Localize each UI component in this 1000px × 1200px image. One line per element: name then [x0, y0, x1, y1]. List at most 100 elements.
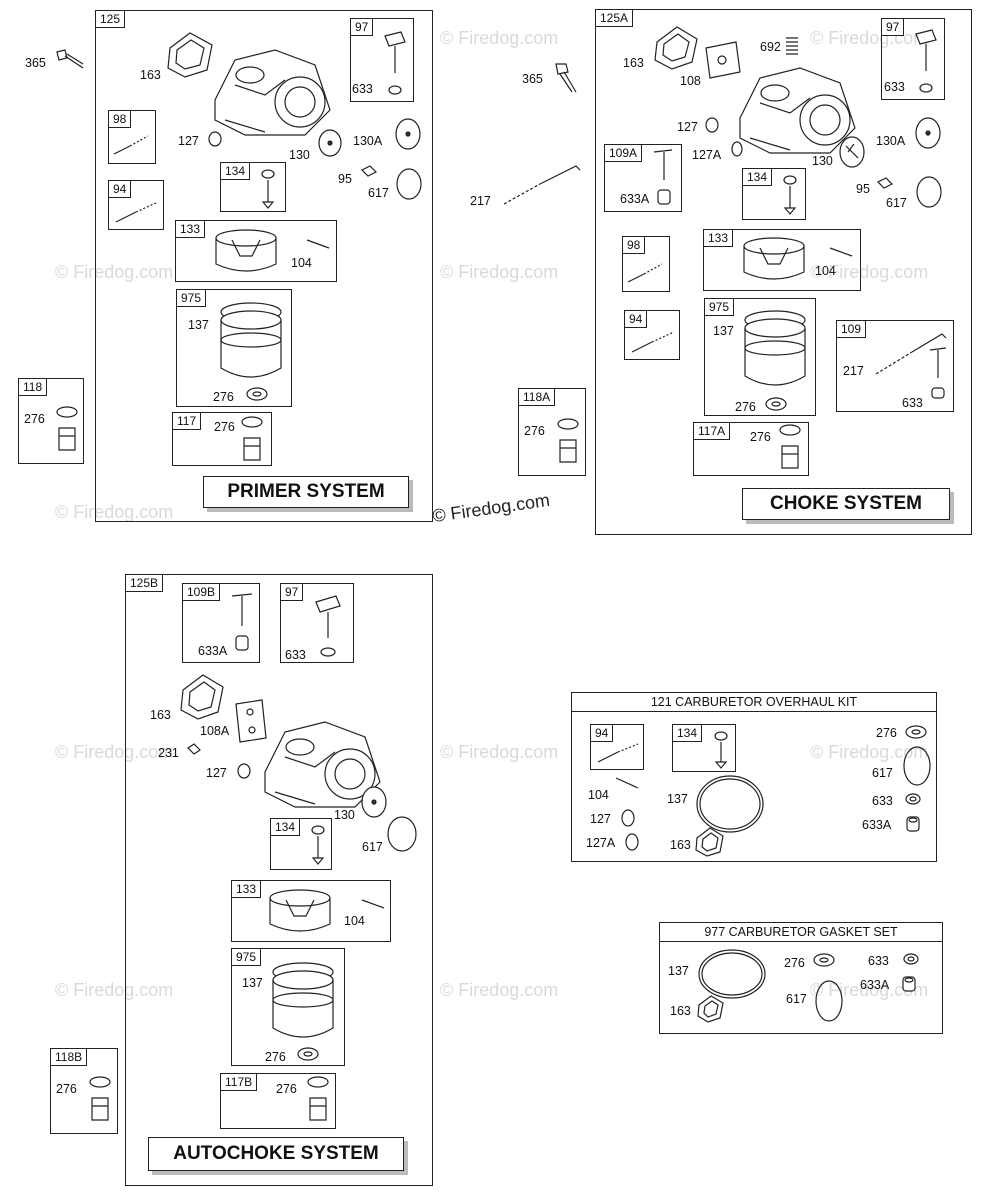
screw-icon: [360, 165, 378, 177]
throttle-plate-icon: [318, 129, 342, 157]
label-127: 127: [206, 766, 227, 780]
kit-109-box: 109: [836, 320, 954, 412]
bowl-gasket-icon: [698, 949, 766, 999]
kit-134-box: 134: [672, 724, 736, 772]
label-95: 95: [856, 182, 870, 196]
label-108a: 108A: [200, 724, 230, 738]
label-163: 163: [670, 1004, 691, 1018]
kit-118b-box: 118B: [50, 1048, 118, 1134]
label-130a: 130A: [876, 134, 906, 148]
bushing-icon: [906, 816, 920, 832]
kit-133-box: 133: [231, 880, 391, 942]
float-icon: [743, 237, 805, 280]
gasket-icon: [654, 26, 698, 70]
label-276: 276: [265, 1050, 286, 1064]
label-104: 104: [588, 788, 609, 802]
label-276: 276: [784, 956, 805, 970]
gasket-icon: [180, 674, 224, 720]
kit-94-box: 94: [590, 724, 644, 770]
washer-icon: [903, 953, 919, 965]
o-ring-icon: [237, 763, 251, 779]
label-692: 692: [760, 40, 781, 54]
bowl-nut-icon: [56, 406, 78, 451]
overhaul-kit-title: 121 CARBURETOR OVERHAUL KIT: [572, 693, 936, 712]
label-231: 231: [158, 746, 179, 760]
throttle-plate-icon: [839, 136, 865, 168]
kit-109b-box: 109B: [182, 583, 260, 663]
kit-94-box: 94: [108, 180, 164, 230]
label-633: 633: [868, 954, 889, 968]
kit-94-box: 94: [624, 310, 680, 360]
carburetor-body-icon: [739, 67, 856, 154]
label-276: 276: [56, 1082, 77, 1096]
hinge-pin-icon: [615, 777, 639, 789]
o-ring-icon: [731, 141, 743, 157]
label-276: 276: [735, 400, 756, 414]
label-633a: 633A: [860, 978, 890, 992]
label-137: 137: [668, 964, 689, 978]
label-127a: 127A: [586, 836, 616, 850]
hinge-pin-icon: [306, 239, 330, 249]
label-163: 163: [623, 56, 644, 70]
label-633: 633: [902, 396, 923, 410]
label-276: 276: [24, 412, 45, 426]
washer-icon: [813, 953, 835, 967]
screw-spring-icon: [627, 263, 663, 283]
kit-97-box: 97: [881, 18, 945, 100]
label-276: 276: [524, 424, 545, 438]
label-365: 365: [25, 56, 46, 70]
gasket-ring-icon: [916, 176, 942, 208]
choke-plate-icon: [395, 118, 421, 150]
float-bowl-icon: [272, 962, 334, 1038]
hinge-pin-icon: [829, 247, 853, 257]
kit-134-box: 134: [742, 168, 806, 220]
screw-spring-icon: [113, 135, 149, 155]
screw-spring-icon: [631, 331, 675, 353]
label-617: 617: [368, 186, 389, 200]
kit-134-box: 134: [220, 162, 286, 212]
label-104: 104: [344, 914, 365, 928]
screw-spring-icon: [597, 743, 639, 763]
label-633a: 633A: [198, 644, 228, 658]
washer-icon: [246, 387, 268, 401]
kit-118-box: 118: [18, 378, 84, 464]
gasket-ring-icon: [396, 168, 422, 200]
label-365: 365: [522, 72, 543, 86]
kit-109a-box: 109A: [604, 144, 682, 212]
label-633a: 633A: [862, 818, 892, 832]
float-needle-icon: [315, 595, 341, 657]
kit-117a-box: 117A: [693, 422, 809, 476]
label-130: 130: [812, 154, 833, 168]
label-95: 95: [338, 172, 352, 186]
label-130: 130: [289, 148, 310, 162]
inlet-needle-icon: [261, 169, 275, 209]
throttle-plate-icon: [361, 786, 387, 818]
float-bowl-icon: [220, 302, 282, 378]
label-137: 137: [242, 976, 263, 990]
label-137: 137: [667, 792, 688, 806]
o-ring-icon: [705, 117, 719, 133]
label-104: 104: [815, 264, 836, 278]
gasket-ring-icon: [903, 746, 931, 786]
kit-975-box: 975: [231, 948, 345, 1066]
autochoke-system-box: 125B: [125, 574, 433, 1186]
choke-system-title: CHOKE SYSTEM: [742, 488, 950, 520]
washer-icon: [765, 397, 787, 411]
gasket-icon: [697, 995, 724, 1023]
gasket-ring-icon: [815, 980, 843, 1022]
label-276: 276: [214, 420, 235, 434]
kit-975-box: 975: [176, 289, 292, 407]
kit-975-box: 975: [704, 298, 816, 416]
label-633: 633: [884, 80, 905, 94]
primer-system-box: 125: [95, 10, 433, 522]
label-617: 617: [786, 992, 807, 1006]
inlet-needle-icon: [783, 175, 797, 215]
choke-kit-tag: 125A: [595, 9, 634, 27]
label-127a: 127A: [692, 148, 722, 162]
label-633: 633: [352, 82, 373, 96]
choke-system-box: 125A: [595, 9, 972, 535]
float-icon: [215, 229, 277, 272]
label-163: 163: [140, 68, 161, 82]
label-217: 217: [470, 194, 491, 208]
bowl-nut-icon: [307, 1076, 329, 1121]
